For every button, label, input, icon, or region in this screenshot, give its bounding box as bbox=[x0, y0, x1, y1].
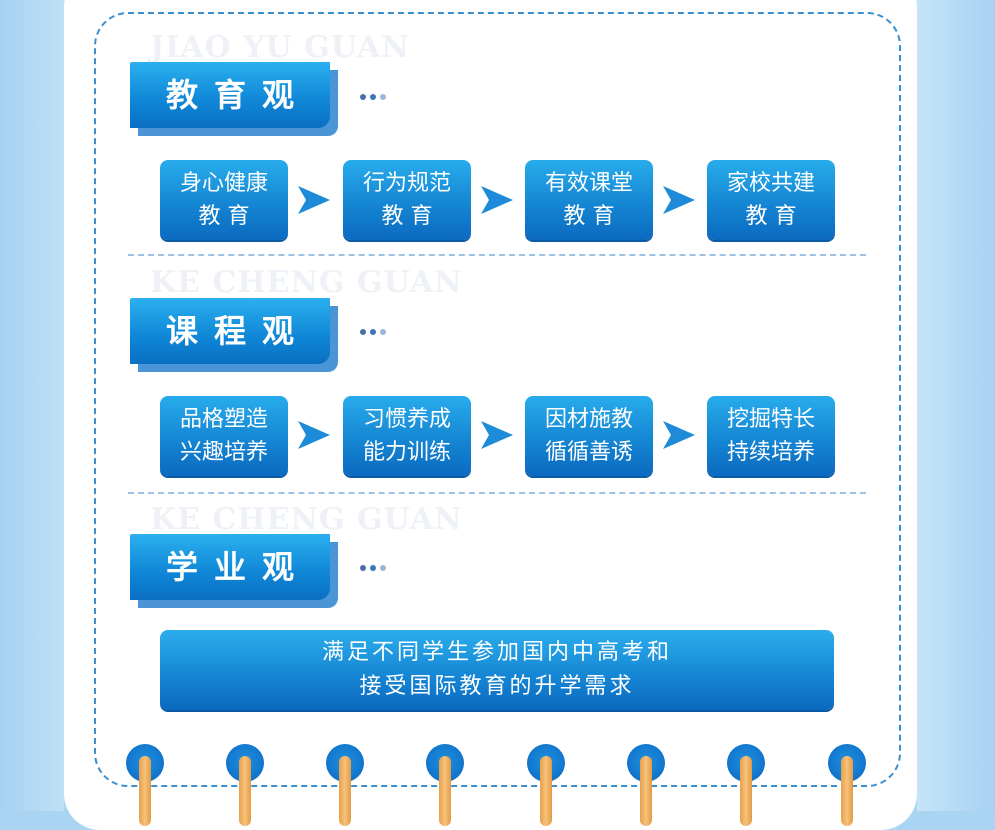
step-box: 身心健康 教 育 bbox=[160, 160, 288, 240]
step-box: 有效课堂 教 育 bbox=[525, 160, 653, 240]
step-box: 品格塑造 兴趣培养 bbox=[160, 396, 288, 476]
binder-ring-icon bbox=[527, 744, 565, 826]
dashed-frame bbox=[94, 12, 901, 787]
section-tab-academics: 学业观 bbox=[130, 534, 338, 608]
watermark-ke-cheng-guan: KE CHENG GUAN bbox=[150, 265, 463, 300]
binder-ring-icon bbox=[727, 744, 765, 826]
watermark-ke-cheng-guan-2: KE CHENG GUAN bbox=[150, 502, 463, 537]
binder-ring-icon bbox=[226, 744, 264, 826]
binder-ring-icon bbox=[126, 744, 164, 826]
step-box: 习惯养成 能力训练 bbox=[343, 396, 471, 476]
step-line-1: 身心健康 bbox=[179, 171, 268, 196]
step-line-2: 教 育 bbox=[381, 204, 433, 229]
section-tab-curriculum: 课程观 bbox=[130, 298, 338, 372]
step-line-2: 兴趣培养 bbox=[179, 440, 268, 465]
step-line-1: 习惯养成 bbox=[362, 407, 451, 432]
step-line-2: 教 育 bbox=[198, 204, 250, 229]
right-background-band bbox=[917, 0, 995, 811]
arrow-right-icon bbox=[663, 421, 695, 449]
section-divider bbox=[128, 492, 866, 494]
binder-ring-icon bbox=[426, 744, 464, 826]
step-line-2: 持续培养 bbox=[726, 440, 815, 465]
section-tab-education: 教育观 bbox=[130, 62, 338, 136]
step-box: 挖掘特长 持续培养 bbox=[707, 396, 835, 476]
banner-line-2: 接受国际教育的升学需求 bbox=[359, 674, 635, 699]
binder-ring-icon bbox=[828, 744, 866, 826]
step-line-1: 因材施教 bbox=[544, 407, 633, 432]
arrow-right-icon bbox=[298, 421, 330, 449]
step-line-1: 挖掘特长 bbox=[726, 407, 815, 432]
step-line-1: 家校共建 bbox=[726, 171, 815, 196]
step-line-1: 品格塑造 bbox=[179, 407, 268, 432]
arrow-right-icon bbox=[481, 186, 513, 214]
step-line-2: 教 育 bbox=[745, 204, 797, 229]
ellipsis-dots bbox=[360, 565, 386, 571]
section-divider bbox=[128, 254, 866, 256]
step-line-2: 教 育 bbox=[563, 204, 615, 229]
step-box: 家校共建 教 育 bbox=[707, 160, 835, 240]
banner-line-1: 满足不同学生参加国内中高考和 bbox=[321, 640, 672, 665]
ellipsis-dots bbox=[360, 94, 386, 100]
step-box: 行为规范 教 育 bbox=[343, 160, 471, 240]
arrow-right-icon bbox=[481, 421, 513, 449]
step-box: 因材施教 循循善诱 bbox=[525, 396, 653, 476]
binder-ring-icon bbox=[627, 744, 665, 826]
section-title: 学业观 bbox=[130, 534, 330, 600]
watermark-jiao-yu-guan: JIAO YU GUAN bbox=[150, 30, 410, 65]
academic-goal-banner: 满足不同学生参加国内中高考和 接受国际教育的升学需求 bbox=[160, 630, 834, 710]
step-line-2: 循循善诱 bbox=[544, 440, 633, 465]
arrow-right-icon bbox=[663, 186, 695, 214]
binder-ring-icon bbox=[326, 744, 364, 826]
step-line-1: 有效课堂 bbox=[544, 171, 633, 196]
step-line-2: 能力训练 bbox=[362, 440, 451, 465]
arrow-right-icon bbox=[298, 186, 330, 214]
section-title: 教育观 bbox=[130, 62, 330, 128]
ellipsis-dots bbox=[360, 329, 386, 335]
step-line-1: 行为规范 bbox=[362, 171, 451, 196]
left-background-band bbox=[0, 0, 64, 811]
section-title: 课程观 bbox=[130, 298, 330, 364]
